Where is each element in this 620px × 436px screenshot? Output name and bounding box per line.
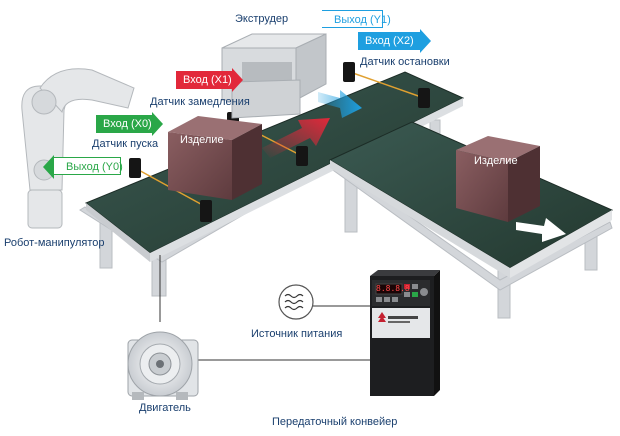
power-source-label: Источник питания [251,328,343,340]
power-wave-icon [278,284,314,320]
inverter-display: 8.8.8.8 [376,284,410,293]
input-x2-tag: Вход (X2) [358,29,431,53]
exit-arrow [516,218,566,242]
product-box-2 [456,136,540,222]
flow-arrow-red [262,118,330,158]
motor-icon [127,331,199,400]
inverter-icon [370,270,440,396]
robot-label: Робот-манипулятор [4,237,105,249]
product-label-1: Изделие [180,134,224,146]
motor-label: Двигатель [139,402,191,414]
slow-sensor-label: Датчик замедления [150,96,250,108]
extruder-label: Экструдер [235,13,289,25]
conveyor-label: Передаточный конвейер [272,416,398,428]
input-x0-tag: Вход (X0) [96,112,163,136]
wiring [159,255,370,361]
start-sensor-label: Датчик пуска [92,138,159,150]
input-x1-tag: Вход (X1) [176,68,243,92]
sensor-icon [129,62,430,222]
product-box-1 [168,116,262,200]
flow-arrow-blue [318,90,362,118]
stop-sensor-label: Датчик остановки [360,56,450,68]
output-y0-tag: Выход (Y0) [43,155,123,179]
robot-arm-icon [21,68,135,229]
product-label-2: Изделие [474,155,518,167]
output-y1-tag: Выход (Y1) [311,8,391,32]
